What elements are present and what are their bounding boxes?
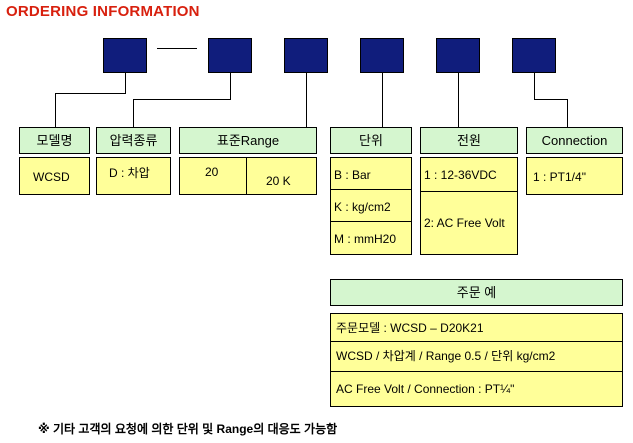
- example-line: AC Free Volt / Connection : PT¼": [330, 371, 623, 407]
- unit-option: M : mmH20: [334, 232, 397, 246]
- cell-power-dc: 1 : 12-36VDC: [420, 157, 518, 192]
- header-model: 모델명: [19, 127, 90, 154]
- cell-unit-bar: B : Bar: [330, 157, 412, 190]
- header-unit: 단위: [330, 127, 412, 154]
- header-standard-range: 표준Range: [179, 127, 317, 154]
- example-line: 주문모델 : WCSD – D20K21: [330, 313, 623, 342]
- range-min-value: 20: [205, 165, 219, 179]
- connector-pressure-type: [133, 73, 231, 127]
- cell-power-ac: 2: AC Free Volt: [420, 191, 518, 255]
- cell-range-min: 20: [179, 157, 247, 195]
- unit-option: B : Bar: [334, 168, 371, 182]
- cell-unit-mmh20: M : mmH20: [330, 221, 412, 255]
- pressure-type-value: D : 차압: [109, 166, 150, 180]
- code-box-pressure-type: [208, 38, 252, 73]
- unit-option: K : kg/cm2: [334, 200, 391, 214]
- connector-model: [55, 73, 126, 127]
- code-box-power: [436, 38, 480, 73]
- header-power: 전원: [420, 127, 518, 154]
- connector-connection: [534, 73, 568, 127]
- footnote: ※ 기타 고객의 요청에 의한 단위 및 Range의 대응도 가능함: [38, 422, 338, 436]
- example-header: 주문 예: [330, 279, 623, 306]
- page-title: ORDERING INFORMATION: [6, 3, 200, 20]
- power-option: 1 : 12-36VDC: [424, 168, 497, 182]
- header-connection: Connection: [526, 127, 623, 154]
- model-value: WCSD: [33, 170, 70, 184]
- connection-value: 1 : PT1/4": [533, 170, 586, 184]
- cell-range-max: 20 K: [246, 157, 317, 195]
- code-box-connection: [512, 38, 556, 73]
- cell-pressure-type: D : 차압: [96, 157, 171, 195]
- cell-model: WCSD: [19, 157, 90, 195]
- code-box-range: [284, 38, 328, 73]
- power-option: 2: AC Free Volt: [424, 216, 505, 230]
- header-pressure-type: 압력종류: [96, 127, 171, 154]
- example-line: WCSD / 차압계 / Range 0.5 / 단위 kg/cm2: [330, 341, 623, 372]
- code-box-unit: [360, 38, 404, 73]
- cell-unit-kgcm2: K : kg/cm2: [330, 189, 412, 222]
- range-max-value: 20 K: [266, 174, 291, 188]
- code-box-model: [103, 38, 147, 73]
- cell-connection: 1 : PT1/4": [526, 157, 623, 195]
